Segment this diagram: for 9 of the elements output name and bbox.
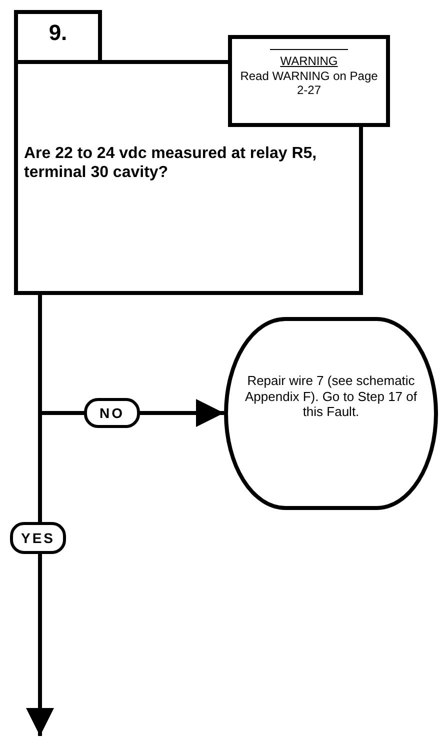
edge-label: NO [84, 398, 140, 428]
question-text: Are 22 to 24 vdc measured at relay R5, terminal 30 cavity? [24, 144, 318, 182]
arrow [26, 295, 54, 736]
warning-heading: WARNING [270, 49, 348, 68]
warning-box [228, 35, 390, 127]
action-text: Repair wire 7 (see schematic Appendix F). Go to Step 17 of this Fault. [244, 373, 418, 420]
edge-label: YES [10, 522, 66, 554]
warning-note: Read WARNING on Page 2-27 [240, 69, 378, 98]
step-number: 9. [48, 20, 68, 46]
